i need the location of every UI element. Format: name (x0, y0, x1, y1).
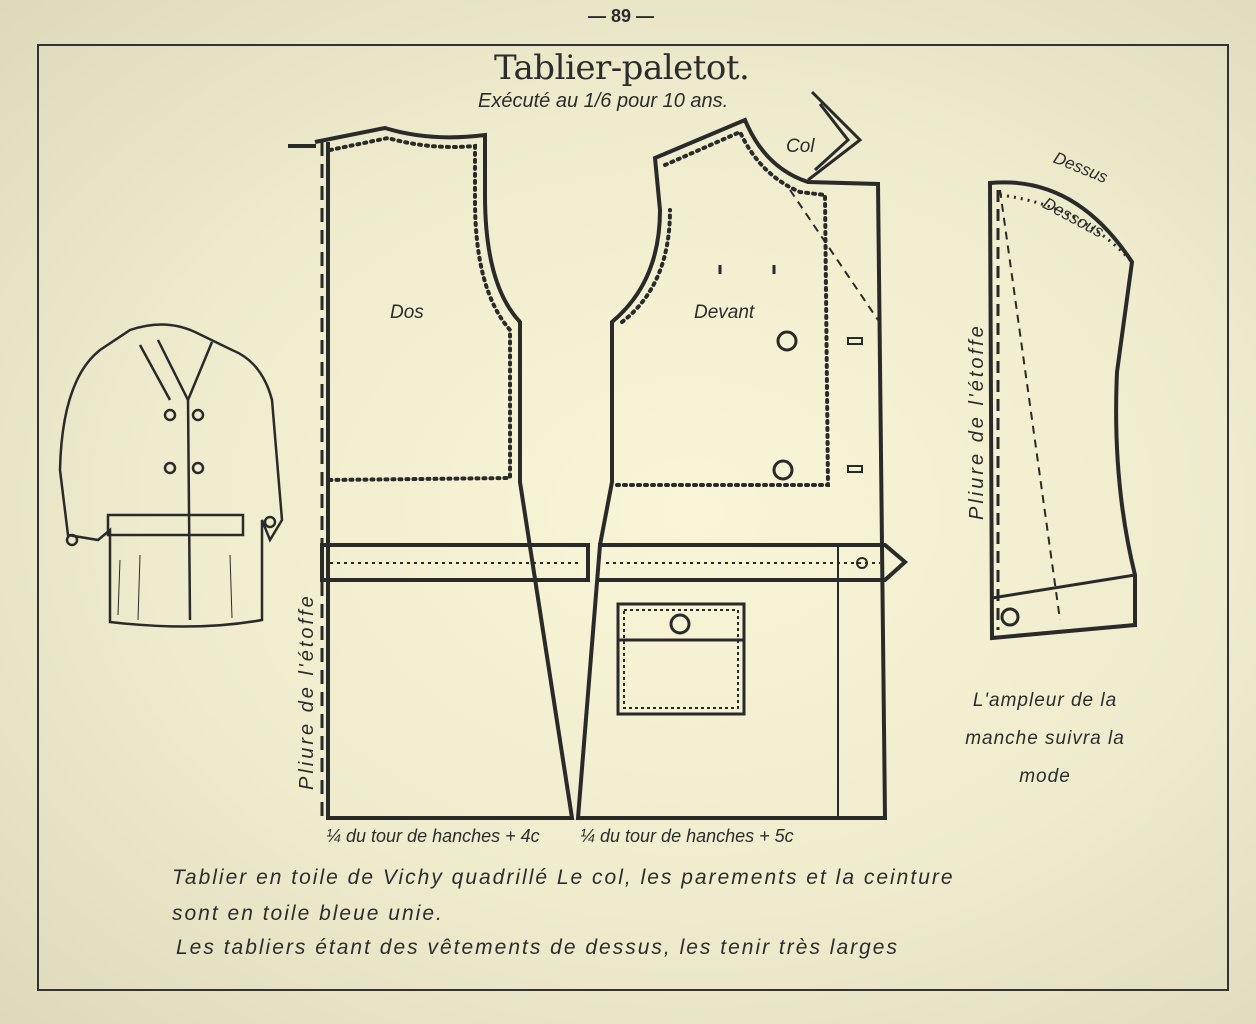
col-label: Col (786, 136, 815, 157)
front-measurement: ¼ du tour de hanches + 5c (580, 826, 794, 846)
sleeve-note-line: L'ampleur de la (972, 690, 1118, 711)
sleeve-piece (987, 180, 1137, 641)
description-line: Les tabliers étant des vêtements de dess… (176, 936, 899, 959)
sleeve-note-line: manche suivra la (965, 728, 1125, 749)
fold-label-left: Pliure de l'étoffe (296, 593, 318, 790)
subtitle: Exécuté au 1/6 pour 10 ans. (478, 90, 729, 112)
page-number: — 89 — (588, 6, 655, 26)
col-piece (807, 90, 863, 182)
jacket-illustration-icon (58, 323, 284, 628)
devant-piece (575, 117, 909, 820)
devant-label: Devant (694, 302, 755, 323)
sleeve-note: L'ampleur de la manche suivra la mode (940, 682, 1150, 796)
page-title: Tablier-paletot. (494, 48, 750, 88)
page-border (37, 44, 1229, 991)
sleeve-note-line: mode (1019, 766, 1071, 787)
description-line: Tablier en toile de Vichy quadrillé Le c… (172, 866, 955, 889)
dos-label: Dos (390, 302, 424, 323)
fold-label-right: Pliure de l'étoffe (966, 323, 988, 520)
back-measurement: ¼ du tour de hanches + 4c (326, 826, 540, 846)
dos-piece (288, 125, 590, 820)
description-line: sont en toile bleue unie. (172, 902, 444, 925)
